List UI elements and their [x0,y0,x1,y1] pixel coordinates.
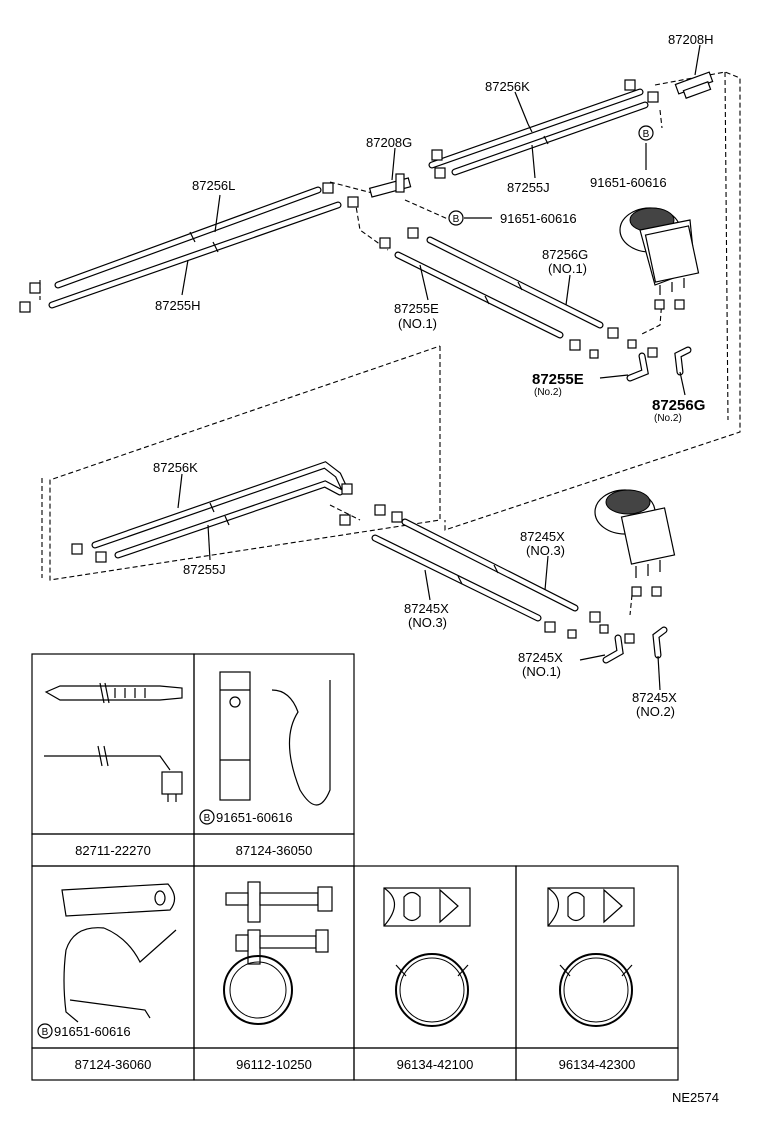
hose-87256K-top [428,88,644,169]
part-87124-36060-drawing [61,883,177,1023]
hose-87255J-low [114,480,344,559]
upper-assembly: B B 87208H 87256K 87208G 87256L 87255J 9… [19,32,741,531]
part-96112-10250-drawing [223,881,333,1025]
hose-87255J-top [451,101,649,176]
connector-87208G [368,173,412,198]
label-87255E-2: 87255E [532,371,584,388]
label-87255E-2-no: (No.2) [534,387,562,398]
label-87255J-top: 87255J [507,180,550,195]
hose-87256K-low [91,461,349,549]
label-87208H: 87208H [668,32,714,47]
connector-87208H [674,71,714,99]
ref-91651-b: 91651-60616 [54,1024,131,1039]
part-82711-22270-drawing [44,682,183,802]
svg-text:B: B [643,129,650,140]
b-marker-upper-2: B [448,210,464,226]
b-marker-upper-1: B [638,125,654,141]
label-87245X-d-no: (NO.2) [636,704,675,719]
label-87245X-b-no: (NO.3) [408,615,447,630]
clips-lower [71,483,662,644]
label-87255H: 87255H [155,298,201,313]
label-87256G-2-no: (No.2) [654,413,682,424]
hose-87245X-no3-b [371,534,542,622]
label-87256G-no1: (NO.1) [548,261,587,276]
b-marker-table-1: B [199,809,215,825]
part-96134-42100-drawing [383,887,471,1027]
label-87255E-no1: (NO.1) [398,316,437,331]
label-87245X-c-no: (NO.1) [522,664,561,679]
heater-unit-upper [619,207,700,295]
hose-87256L [54,186,322,289]
svg-text:B: B [453,214,460,225]
diagram-code: NE2574 [672,1090,719,1105]
clips-upper [19,79,685,359]
label-87245X-a: 87245X [520,529,565,544]
hose-87255E-no1 [394,251,564,339]
partno-96134-42100: 96134-42100 [397,1057,474,1072]
label-87245X-a-no: (NO.3) [526,543,565,558]
hose-87245X-no3-a [401,518,579,612]
lower-assembly: 87256K 87255J 87245X (NO.3) 87245X (NO.3… [41,345,677,719]
label-87256K-low: 87256K [153,460,198,475]
b-marker-table-2: B [37,1023,53,1039]
partno-82711-22270: 82711-22270 [75,843,151,858]
label-87256G-2: 87256G [652,397,705,414]
label-87245X-d: 87245X [632,690,677,705]
label-87256K-top: 87256K [485,79,530,94]
svg-text:B: B [204,813,211,824]
svg-text:B: B [42,1027,49,1038]
label-87256G: 87256G [542,247,588,262]
label-91651-a: 91651-60616 [590,175,667,190]
partno-96134-42300: 96134-42300 [559,1057,636,1072]
label-87256L: 87256L [192,178,235,193]
part-87124-36050-drawing [219,671,331,806]
label-87245X-c: 87245X [518,650,563,665]
part-96134-42300-drawing [547,887,635,1027]
label-87208G: 87208G [366,135,412,150]
label-87255E: 87255E [394,301,439,316]
label-87255J-low: 87255J [183,562,226,577]
ref-91651-a: 91651-60616 [216,810,293,825]
label-91651-b: 91651-60616 [500,211,577,226]
partno-96112-10250: 96112-10250 [236,1057,312,1072]
hose-87255H [48,201,342,309]
label-87245X-b: 87245X [404,601,449,616]
hose-87256G-no1 [426,236,604,329]
parts-table: B 91651-60616 B 91651-60616 [31,653,679,1081]
partno-87124-36050: 87124-36050 [236,843,313,858]
partno-87124-36060: 87124-36060 [75,1057,152,1072]
heater-unit-lower [594,489,676,578]
